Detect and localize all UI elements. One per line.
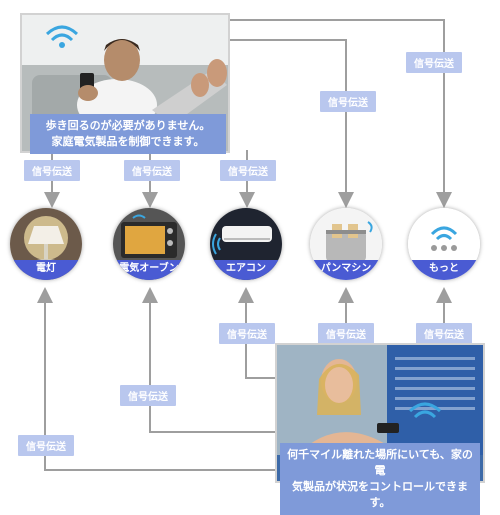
signal-label-more-bottom: 信号伝送 [416, 323, 472, 344]
device-ac: エアコン [210, 208, 282, 280]
wifi-icon [408, 402, 442, 419]
device-label-ac: エアコン [210, 260, 282, 280]
signal-label-bread-bottom: 信号伝送 [318, 323, 374, 344]
signal-label-lamp-top: 信号伝送 [24, 160, 80, 181]
top-caption-line2: 家庭電気製品を制御できます。 [51, 135, 205, 148]
signal-label-ac-top: 信号伝送 [220, 160, 276, 181]
signal-label-oven-bottom: 信号伝送 [120, 385, 176, 406]
signal-label-oven-top: 信号伝送 [124, 160, 180, 181]
device-lamp: 電灯 [10, 208, 82, 280]
bottom-caption: 何千マイル離れた場所にいても、家の電 気製品が状況をコントロールできます。 [280, 443, 480, 515]
signal-label-more-top: 信号伝送 [406, 52, 462, 73]
top-caption-line1: 歩き回るのが必要がありません。 [45, 119, 211, 132]
signal-label-lamp-bottom: 信号伝送 [18, 435, 74, 456]
device-more: もっと [408, 208, 480, 280]
signal-label-ac-bottom: 信号伝送 [219, 323, 275, 344]
device-label-bread-machine: パンマシン [310, 260, 382, 280]
device-bread-machine: パンマシン [310, 208, 382, 280]
bottom-caption-line2: 気製品が状況をコントロールできます。 [292, 480, 468, 509]
device-label-lamp: 電灯 [10, 260, 82, 280]
connector-lines [37, 19, 452, 471]
signal-label-bread-top: 信号伝送 [320, 91, 376, 112]
top-caption: 歩き回るのが必要がありません。 家庭電気製品を制御できます。 [30, 114, 226, 154]
device-oven: 電気オーブン [113, 208, 185, 280]
bottom-caption-line1: 何千マイル離れた場所にいても、家の電 [287, 448, 473, 477]
wifi-icon [45, 25, 79, 42]
device-label-more: もっと [408, 260, 480, 280]
device-label-oven: 電気オーブン [113, 260, 185, 280]
